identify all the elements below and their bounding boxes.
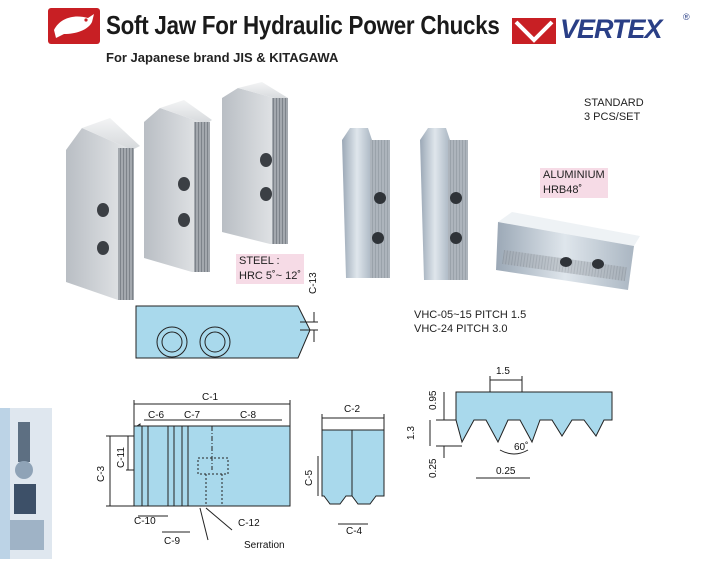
top-view-drawing (135, 305, 318, 359)
dim-c10-label: C-10 (134, 516, 156, 527)
dim-c9-label: C-9 (164, 536, 181, 547)
dim-c3-label: C-3 (96, 465, 107, 482)
steel-jaw-photo-2 (144, 100, 212, 272)
steel-label: STEEL : HRC 5˚~ 12˚ (236, 254, 305, 284)
company-logo-icon (48, 8, 100, 44)
aluminium-jaw-photo-3 (496, 212, 640, 290)
standard-note: STANDARD 3 PCS/SET (584, 96, 644, 124)
dim-c5-label: C-5 (304, 469, 315, 486)
aluminium-label-line2: HRB48˚ (540, 183, 608, 198)
pitch-note-line1: VHC-05~15 PITCH 1.5 (414, 309, 527, 321)
dim-c8-label: C-8 (240, 410, 257, 421)
serration-height-total-label: 1.3 (406, 426, 417, 440)
dim-c1-label: C-1 (202, 392, 219, 403)
dim-c11-label: C-11 (116, 447, 127, 468)
dim-c12-label: C-12 (238, 518, 260, 529)
vertex-logo-text: VERTEX (560, 14, 663, 44)
aluminium-jaw-photo-2 (420, 128, 468, 280)
side-view-drawing (317, 414, 385, 525)
page-subtitle: For Japanese brand JIS & KITAGAWA (106, 50, 339, 65)
pitch-note: VHC-05~15 PITCH 1.5 VHC-24 PITCH 3.0 (414, 308, 526, 336)
vertex-emblem-icon (512, 18, 556, 44)
serration-flat-label: 0.25 (496, 466, 516, 477)
standard-note-line2: 3 PCS/SET (584, 111, 641, 123)
pitch-note-line2: VHC-24 PITCH 3.0 (414, 323, 508, 335)
serration-detail-drawing (429, 376, 613, 479)
aluminium-label-line1: ALUMINIUM (540, 168, 608, 183)
vertex-logo (512, 16, 680, 46)
aluminium-jaw-photo-1 (342, 128, 390, 278)
dim-c4-label: C-4 (346, 526, 363, 537)
serration-label: Serration (244, 540, 285, 551)
sidebar-product-image (0, 408, 52, 559)
serration-angle-label: 60˚ (514, 442, 529, 453)
registered-mark: ® (683, 12, 690, 22)
standard-note-line1: STANDARD (584, 97, 644, 109)
dim-c2-label: C-2 (344, 404, 361, 415)
serration-pitch-label: 1.5 (496, 366, 510, 377)
dim-c13-label: C-13 (308, 272, 319, 294)
front-view-drawing (106, 400, 291, 541)
page-title: Soft Jaw For Hydraulic Power Chucks (106, 10, 500, 40)
steel-label-line2: HRC 5˚~ 12˚ (236, 269, 305, 284)
steel-label-line1: STEEL : (236, 254, 305, 269)
dim-c6-label: C-6 (148, 410, 165, 421)
aluminium-label: ALUMINIUM HRB48˚ (540, 168, 608, 198)
serration-height-bottom-label: 0.25 (428, 458, 439, 478)
dim-c7-label: C-7 (184, 410, 201, 421)
steel-jaw-photo-1 (66, 118, 140, 300)
serration-height-top-label: 0.95 (428, 390, 439, 410)
steel-jaw-photo-3 (222, 82, 288, 244)
